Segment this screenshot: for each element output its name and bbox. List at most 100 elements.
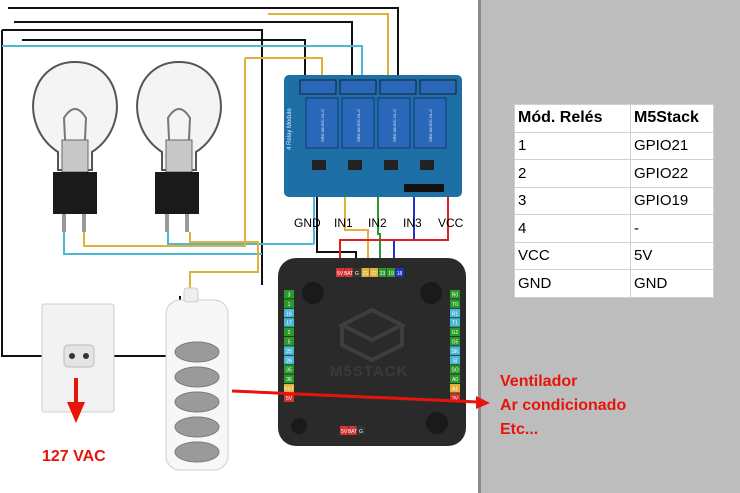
m5-bottom-pin-box [357, 426, 365, 435]
wires [1, 7, 449, 357]
strip-socket-3 [174, 391, 220, 413]
m5-top-pin-box [361, 268, 370, 277]
wire-black-top-2 [2, 29, 263, 285]
table-header-relay: Mód. Relés [514, 104, 631, 133]
m5-right-pin-label: A1 [452, 387, 458, 393]
relay-components [312, 160, 444, 192]
m5-top-pin-label: 22 [371, 271, 377, 277]
table-cell-m5stack: GND [630, 269, 714, 298]
m5-left-pin-label: 2 [288, 330, 291, 336]
lamp-2-bulb [136, 60, 222, 171]
m5-top-pin-box [336, 268, 344, 277]
voltage-label: 127 VAC [42, 448, 106, 465]
table-cell-m5stack: - [630, 214, 714, 243]
lamp-2-neck [165, 139, 193, 173]
optocoupler-1 [312, 160, 326, 170]
table-cell-m5stack: GPIO19 [630, 186, 714, 215]
m5-left-pin-label: 17 [286, 321, 292, 327]
lamp-1-pin-b [82, 214, 86, 232]
wire-cyan-1 [2, 45, 363, 85]
lamp-2-pin-b [185, 214, 189, 232]
m5-right-pin-label: T0 [452, 302, 458, 308]
table-cell-relay: VCC [514, 241, 631, 270]
m5-top-pin-box [387, 268, 395, 277]
m5-right-pin-label: SK [452, 349, 459, 355]
relay-1 [305, 97, 339, 149]
m5-right-pin-label: 3V [452, 396, 459, 402]
table-cell-relay: 4 [514, 214, 631, 243]
relay-terminal-4 [419, 79, 457, 95]
relay-terminal-3 [379, 79, 417, 95]
lamp-1-pin-a [62, 214, 66, 232]
relay-pin-header [404, 184, 444, 192]
wire-cyan-2 [63, 230, 262, 255]
load-arrow-head-icon [476, 396, 490, 409]
m5-top-pin-box [395, 268, 404, 277]
wall-socket-hole-b [83, 353, 89, 359]
strip-socket-1 [174, 341, 220, 363]
m5-left-pin-box [284, 384, 294, 393]
m5-screw-br [426, 412, 448, 434]
m5-right-pin-box [450, 337, 460, 346]
m5-top-pin-box [353, 268, 361, 277]
relay-pin-in1: IN1 [334, 216, 353, 230]
wire-yellow-1 [268, 13, 389, 85]
m5-left-pin-box [284, 318, 294, 327]
m5-left-pin-label: 5 [288, 340, 291, 346]
m5-left-pin-box [284, 337, 294, 346]
m5-right-pin-box [450, 290, 460, 299]
wire-in2 [377, 195, 381, 268]
m5-top-pin-label: 23 [380, 271, 386, 277]
m5-right-pin-box [450, 299, 460, 308]
optocoupler-4 [420, 160, 434, 170]
m5-screw-bl [291, 418, 307, 434]
lamp-1-filament [62, 108, 88, 161]
m5-top-pin-label: BAT [344, 271, 353, 277]
voltage-arrow-icon [66, 378, 86, 424]
lamp-1-bulb [32, 60, 118, 171]
m5-logo-icon [337, 307, 407, 363]
m5-top-pin-label: 21 [363, 271, 369, 277]
m5-top-pin-label: 18 [397, 271, 403, 277]
m5-left-pin-label: 26 [286, 358, 292, 364]
m5-right-pin-box [450, 384, 460, 393]
relay-pin-gnd: GND [294, 216, 321, 230]
m5-right-pin-box [450, 374, 460, 384]
m5-right-pin-label: R0 [452, 293, 459, 299]
lamp-2 [136, 60, 222, 232]
m5-left-pin-box [284, 299, 294, 308]
relay-terminals [299, 79, 457, 95]
optocoupler-2 [348, 160, 362, 170]
m5-right-pin-label: SO [451, 368, 458, 374]
m5-left-pin-label: 1 [288, 302, 291, 308]
m5-right-pin-label: G5 [452, 340, 459, 346]
m5-right-pin-box [450, 346, 460, 355]
relay-terminal-1 [299, 79, 337, 95]
m5-left-pin-label: 16 [286, 311, 292, 317]
table-cell-relay: 2 [514, 159, 631, 188]
m5-top-pin-box [344, 268, 353, 277]
m5-bottom-pin-label: G [359, 429, 363, 435]
m5-bottom-pin-box [340, 426, 348, 435]
wire-cyan-3 [167, 232, 314, 245]
load-arrow-icon [231, 389, 479, 404]
m5-right-pin-label: T1 [452, 321, 458, 327]
diagram-border [478, 0, 481, 493]
m5-right-pin-box [450, 308, 460, 318]
table-cell-m5stack: GPIO21 [630, 131, 714, 160]
m5-right-pin-box [450, 393, 460, 402]
table-cell-relay: 1 [514, 131, 631, 160]
m5-left-pin-box [284, 365, 294, 374]
wire-in1 [344, 195, 369, 268]
relay-pin-in2: IN2 [368, 216, 387, 230]
m5-bottom-pin-label: 5V [341, 429, 348, 435]
relay-1-text: SRD-05VDC-SL-C [320, 109, 325, 142]
